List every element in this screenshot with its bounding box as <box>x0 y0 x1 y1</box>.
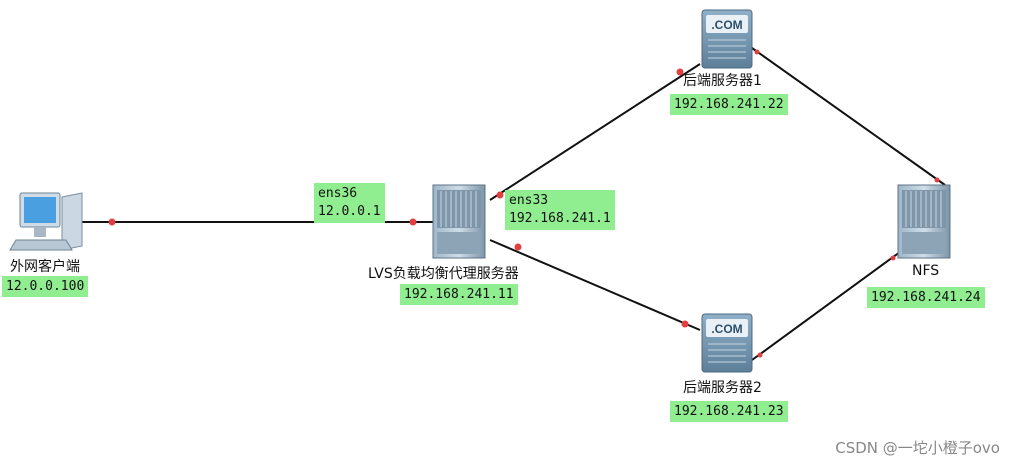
backend1-ip-label: 192.168.241.22 <box>670 94 788 115</box>
backend2-com-server-icon: .COM <box>701 313 753 373</box>
nfs-name-label: NFS <box>912 263 940 279</box>
lvs-ext-iface-box: ens36 12.0.0.1 <box>314 183 385 223</box>
link-lvs-backend1 <box>489 63 701 201</box>
link-endpoints <box>108 49 940 358</box>
lvs-name-label: LVS负载均衡代理服务器 <box>368 266 519 282</box>
lvs-int-iface-ip: 192.168.241.1 <box>509 211 611 226</box>
lvs-ip-label: 192.168.241.11 <box>400 284 518 305</box>
backend2-badge: .COM <box>711 322 742 336</box>
backend1-com-server-icon: .COM <box>701 9 753 69</box>
link-backend2-nfs <box>751 251 901 361</box>
lvs-server-icon <box>432 184 486 259</box>
watermark: CSDN @一坨小橙子ovo <box>835 439 1000 457</box>
nfs-server-icon <box>897 184 951 259</box>
backend2-name-label: 后端服务器2 <box>683 380 762 396</box>
link-lvs-backend2 <box>489 239 701 331</box>
client-ip-label: 12.0.0.100 <box>2 276 89 297</box>
client-name-label: 外网客户端 <box>10 259 80 275</box>
lvs-int-iface-name: ens33 <box>509 193 549 208</box>
backend1-name-label: 后端服务器1 <box>683 73 762 89</box>
lvs-int-iface-box: ens33 192.168.241.1 <box>505 190 615 230</box>
nfs-ip-label: 192.168.241.24 <box>867 287 985 308</box>
lvs-ext-iface-name: ens36 <box>318 186 358 201</box>
client-pc-icon <box>9 192 83 251</box>
backend2-ip-label: 192.168.241.23 <box>670 401 788 422</box>
link-backend1-nfs <box>751 47 946 186</box>
backend1-badge: .COM <box>711 18 742 32</box>
lvs-ext-iface-ip: 12.0.0.1 <box>318 204 381 219</box>
